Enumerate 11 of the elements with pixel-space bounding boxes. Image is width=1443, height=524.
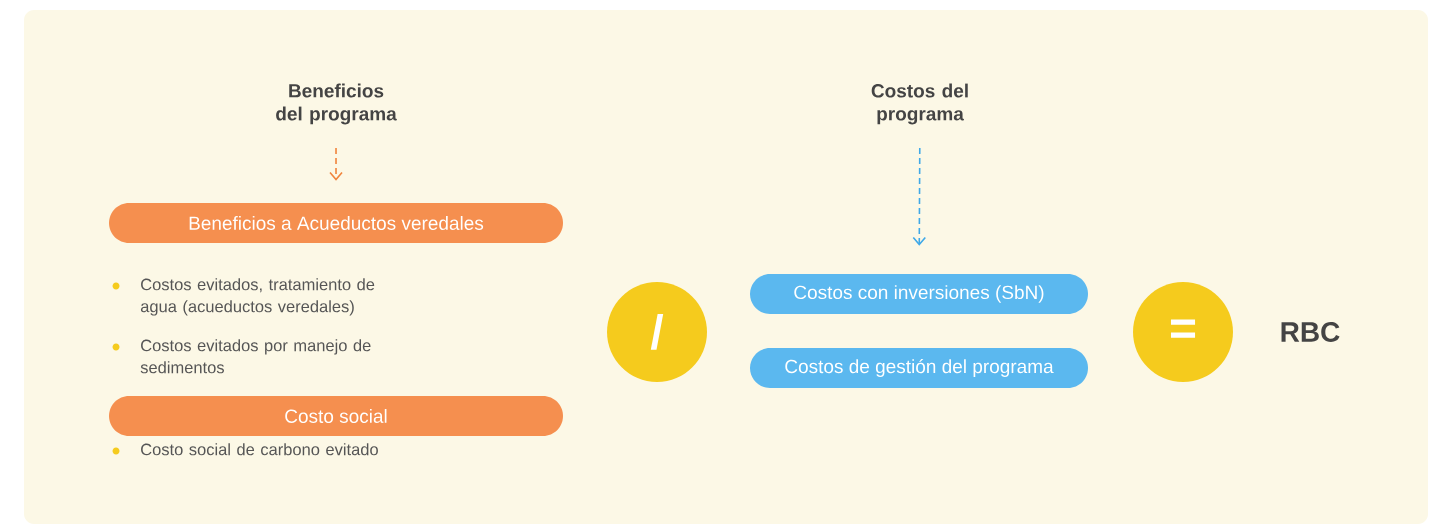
result-text: RBC <box>1281 322 1340 342</box>
pill-box: Costos con inversiones (SbN) <box>750 274 1088 314</box>
bullet-text: Costos evitados, tratamiento de agua (acueductos veredales) <box>140 278 375 316</box>
heading-text: Costos del programa <box>871 83 968 125</box>
pill-box: Costos de gestión del programa <box>750 348 1088 388</box>
pill-box: Costo social <box>109 396 563 436</box>
pill-box: Beneficios a Acueductos veredales <box>109 203 563 243</box>
heading-text: Beneficios del programa <box>276 83 397 125</box>
arrow <box>329 147 343 181</box>
arrow <box>912 147 927 246</box>
bullet-text: Costos evitados por manejo de sedimentos <box>140 339 371 374</box>
